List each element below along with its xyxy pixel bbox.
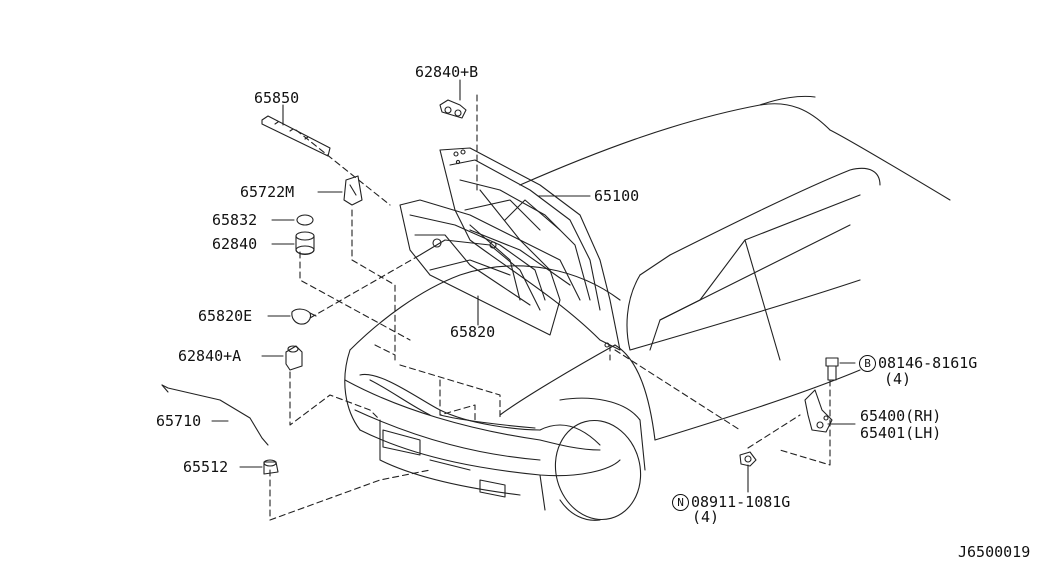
label-62840a: 62840+A [178, 347, 242, 365]
hood-panel [439, 147, 621, 351]
part-62840-bumper [295, 231, 315, 256]
label-65820e: 65820E [198, 307, 253, 325]
nut-symbol: N [672, 494, 689, 511]
part-65832-grommet [296, 214, 314, 226]
part-65850-seal [261, 115, 331, 157]
part-62840a-bumper [285, 345, 303, 371]
bolt-symbol: B [859, 355, 876, 372]
part-65710-rod [161, 384, 269, 446]
label-65710: 65710 [156, 412, 202, 430]
bolt-number: 08146-8161G [878, 354, 978, 372]
label-62840: 62840 [212, 235, 258, 253]
part-65820e-clip [291, 308, 317, 325]
label-62840b: 62840+B [415, 63, 479, 81]
hood-insulator [399, 199, 561, 336]
hinge-part [804, 389, 833, 433]
label-bolt-qty: (4) [884, 370, 912, 388]
label-65850: 65850 [254, 89, 300, 107]
label-hinge-lh: 65401(LH) [860, 424, 942, 442]
diagram-code: J6500019 [958, 543, 1031, 561]
label-65722m: 65722M [240, 183, 295, 201]
label-hinge-rh: 65400(RH) [860, 407, 942, 425]
label-65512: 65512 [183, 458, 229, 476]
nut-number: 08911-1081G [691, 493, 791, 511]
nut-part [739, 451, 757, 467]
label-65832: 65832 [212, 211, 258, 229]
dashed-leaders [269, 94, 831, 521]
part-65722m-clip [343, 175, 363, 206]
car-body-outline [344, 95, 951, 521]
label-65100: 65100 [594, 187, 640, 205]
part-62840b-bracket [439, 99, 467, 119]
label-65820: 65820 [450, 323, 496, 341]
label-nut-qty: (4) [692, 508, 720, 526]
solid-leaders [211, 79, 856, 493]
part-65512-grommet [263, 459, 279, 475]
bolt-part [825, 357, 839, 381]
